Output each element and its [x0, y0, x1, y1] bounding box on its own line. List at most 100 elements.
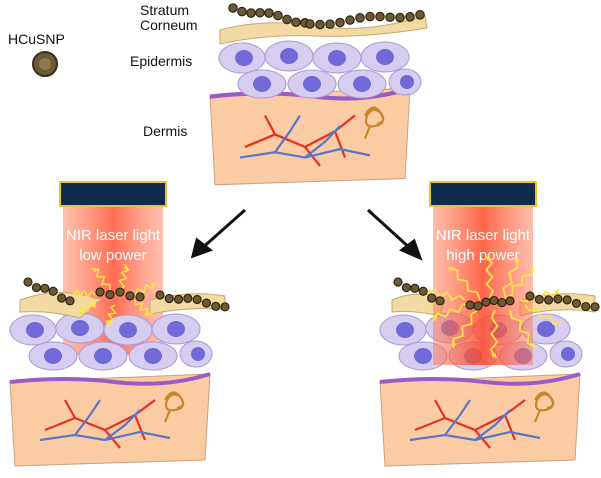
- nanoparticle: [534, 294, 544, 304]
- heat-wave: [452, 309, 479, 349]
- laser-source-left: [59, 181, 167, 207]
- laser-source-right: [429, 181, 537, 207]
- nanoparticle: [40, 283, 50, 293]
- heat-wave: [426, 288, 466, 302]
- nanoparticle: [571, 298, 582, 309]
- heat-wave-head: [123, 264, 129, 270]
- heat-wave: [485, 255, 494, 299]
- nanoparticle: [255, 7, 265, 18]
- laser-right-line2: high power: [446, 247, 519, 264]
- heat-wave: [134, 299, 153, 317]
- heat-wave: [118, 263, 131, 291]
- nanoparticle: [115, 287, 125, 297]
- nanoparticle: [282, 14, 292, 25]
- heat-wave-head: [529, 342, 535, 348]
- heat-wave: [499, 257, 519, 306]
- nanoparticle: [365, 11, 375, 22]
- nanoparticle: [201, 298, 212, 308]
- nanoparticle: [220, 302, 230, 312]
- nanoparticle: [427, 293, 437, 303]
- nanoparticle: [489, 295, 499, 306]
- nanoparticle: [273, 10, 283, 21]
- nanoparticle: [465, 300, 475, 310]
- heat-wave: [489, 309, 499, 359]
- nanoparticle: [401, 282, 411, 293]
- heat-wave: [91, 268, 111, 291]
- nanoparticle: [155, 290, 165, 300]
- heat-wave-head: [150, 283, 156, 289]
- heat-wave-head: [554, 290, 560, 296]
- heat-wave: [72, 287, 96, 299]
- heat-wave-head: [106, 320, 112, 326]
- heat-wave-head: [451, 341, 457, 347]
- heat-wave: [447, 267, 481, 301]
- nanoparticle: [473, 301, 483, 311]
- nanoparticle: [173, 294, 184, 304]
- heat-wave-head: [79, 307, 85, 313]
- nanoparticle: [590, 302, 600, 312]
- heat-waves-right: [426, 255, 562, 359]
- laser-left-line2: low power: [79, 247, 147, 264]
- stratum-label-1: Stratum: [140, 2, 189, 18]
- heat-wave-head: [93, 267, 99, 273]
- left-panel: NIR laser light low power: [8, 181, 230, 468]
- heat-wave-head: [73, 289, 78, 296]
- nanoparticle: [481, 297, 491, 307]
- nanoparticle: [395, 12, 405, 23]
- epidermis-label: Epidermis: [130, 53, 192, 69]
- heat-waves-left: [72, 263, 156, 328]
- stratum-label-2: Corneum: [140, 17, 198, 33]
- nanoparticle: [246, 8, 256, 18]
- particles-right: [393, 277, 600, 312]
- heat-wave: [524, 304, 562, 325]
- particle-chain: [228, 3, 425, 30]
- nanoparticle: [315, 19, 325, 30]
- nanoparticle: [562, 295, 572, 305]
- heat-wave-head: [450, 266, 455, 272]
- heat-wave-head: [529, 267, 535, 273]
- right-panel: NIR laser light high power: [378, 181, 600, 468]
- heat-wave: [504, 265, 533, 299]
- nanoparticle: [375, 11, 385, 22]
- nanoparticle: [543, 295, 554, 305]
- nanoparticle: [325, 19, 335, 29]
- nanoparticle: [405, 12, 415, 22]
- nanoparticle: [56, 293, 67, 303]
- laser-right-line1: NIR laser light: [436, 227, 531, 244]
- heat-wave: [509, 309, 538, 348]
- heat-wave: [80, 298, 101, 315]
- nanoparticle: [505, 296, 515, 306]
- arrow-left: [190, 208, 246, 259]
- laser-left-line1: NIR laser light: [66, 227, 161, 244]
- nanoparticle: [237, 6, 247, 17]
- top-skin-section: [210, 3, 428, 185]
- heat-wave: [104, 304, 117, 328]
- nanoparticle: [192, 294, 202, 305]
- nanoparticle: [211, 301, 221, 312]
- nanoparticle: [105, 289, 115, 300]
- nanoparticle: [228, 3, 238, 13]
- heat-wave-head: [145, 310, 151, 316]
- nanoparticle: [385, 12, 395, 23]
- nanoparticle: [393, 277, 403, 287]
- heat-wave-head: [491, 353, 497, 358]
- heat-wave-head: [555, 319, 561, 325]
- nanoparticle: [305, 19, 315, 29]
- nanoparticle: [581, 301, 591, 312]
- nanoparticle: [164, 293, 174, 304]
- particles-left: [23, 277, 230, 312]
- nanoparticle: [355, 13, 365, 23]
- nanoparticle: [31, 282, 42, 293]
- nanoparticle: [525, 291, 535, 301]
- nanoparticle: [291, 17, 301, 28]
- arrow-right: [366, 208, 423, 261]
- nanoparticle: [65, 296, 75, 306]
- nanoparticle: [418, 286, 428, 296]
- heat-wave-head: [428, 289, 433, 295]
- nanoparticle: [135, 292, 145, 302]
- heat-wave-head: [514, 258, 519, 264]
- legend-label: HCuSNP: [8, 31, 65, 47]
- nanoparticle: [345, 15, 355, 25]
- nanoparticle: [410, 283, 420, 293]
